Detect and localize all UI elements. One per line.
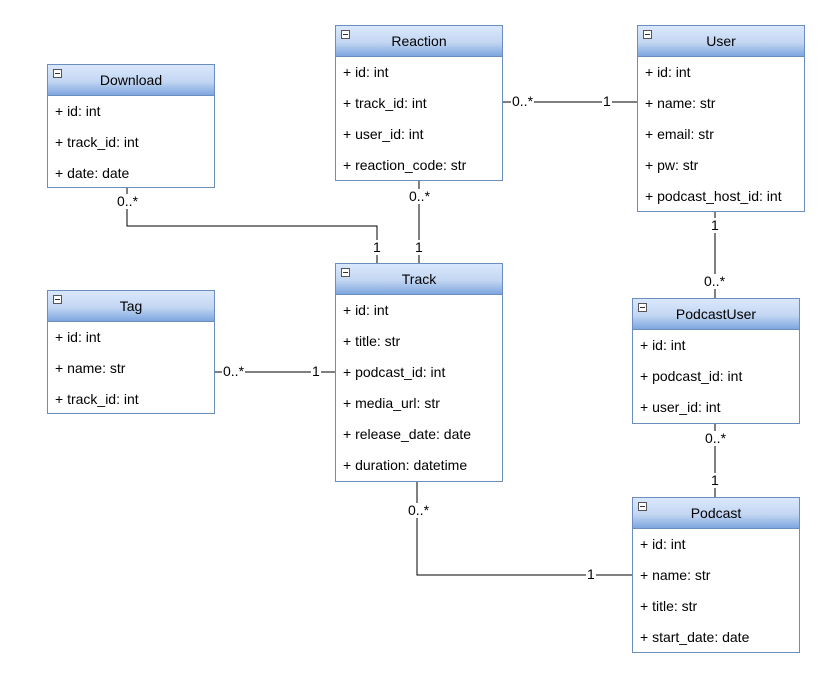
attribute: + track_id: int xyxy=(55,391,139,407)
podcast-class-header[interactable]: Podcast xyxy=(633,498,799,529)
attribute: + id: int xyxy=(645,64,691,80)
multiplicity-label: 0..* xyxy=(511,93,535,109)
attribute: + id: int xyxy=(343,64,389,80)
attribute: + track_id: int xyxy=(343,95,427,111)
attribute: + title: str xyxy=(343,333,401,349)
multiplicity-label: 0..* xyxy=(222,363,246,379)
attribute: + name: str xyxy=(55,360,126,376)
attribute: + id: int xyxy=(55,103,101,119)
multiplicity-label: 1 xyxy=(586,566,596,582)
multiplicity-label: 1 xyxy=(372,239,382,255)
download-class[interactable]: Download + id: int + track_id: int + dat… xyxy=(47,64,215,188)
track-class-header[interactable]: Track xyxy=(336,264,502,295)
class-title: Download xyxy=(99,72,163,88)
download-class-header[interactable]: Download xyxy=(48,65,214,96)
podcast-class[interactable]: Podcast + id: int + name: str + title: s… xyxy=(632,497,800,653)
attribute: + duration: datetime xyxy=(343,457,468,473)
attribute: + date: date xyxy=(55,165,130,181)
collapse-icon[interactable] xyxy=(643,30,652,39)
attribute: + name: str xyxy=(640,567,711,583)
attribute: + title: str xyxy=(640,598,698,614)
class-title: Tag xyxy=(119,298,143,314)
collapse-icon[interactable] xyxy=(638,502,647,511)
multiplicity-label: 0..* xyxy=(704,430,728,446)
multiplicity-label: 1 xyxy=(710,217,720,233)
multiplicity-label: 1 xyxy=(414,239,424,255)
collapse-icon[interactable] xyxy=(341,30,350,39)
podcastuser-class[interactable]: PodcastUser + id: int + podcast_id: int … xyxy=(632,298,800,424)
class-title: User xyxy=(706,33,736,49)
track-podcast-connector xyxy=(416,482,632,576)
attribute: + reaction_code: str xyxy=(343,157,467,173)
user-class[interactable]: User + id: int + name: str + email: str … xyxy=(637,25,805,212)
user-class-header[interactable]: User xyxy=(638,26,804,57)
attribute: + id: int xyxy=(640,536,686,552)
multiplicity-label: 0..* xyxy=(116,193,140,209)
multiplicity-label: 1 xyxy=(602,93,612,109)
collapse-icon[interactable] xyxy=(53,295,62,304)
attribute: + podcast_id: int xyxy=(640,368,743,384)
attribute: + start_date: date xyxy=(640,629,750,645)
download-track-connector xyxy=(126,188,378,263)
multiplicity-label: 1 xyxy=(710,472,720,488)
podcastuser-class-header[interactable]: PodcastUser xyxy=(633,299,799,330)
track-class[interactable]: Track + id: int + title: str + podcast_i… xyxy=(335,263,503,482)
attribute: + media_url: str xyxy=(343,395,440,411)
tag-class[interactable]: Tag + id: int + name: str + track_id: in… xyxy=(47,290,215,414)
attribute: + release_date: date xyxy=(343,426,472,442)
collapse-icon[interactable] xyxy=(53,69,62,78)
multiplicity-label: 0..* xyxy=(407,502,431,518)
attribute: + user_id: int xyxy=(640,399,721,415)
tag-class-header[interactable]: Tag xyxy=(48,291,214,322)
attribute: + name: str xyxy=(645,95,716,111)
class-title: PodcastUser xyxy=(675,306,757,322)
multiplicity-label: 0..* xyxy=(703,273,727,289)
attribute: + podcast_id: int xyxy=(343,364,446,380)
reaction-class-header[interactable]: Reaction xyxy=(336,26,502,57)
attribute: + id: int xyxy=(343,302,389,318)
attribute: + id: int xyxy=(55,329,101,345)
reaction-class[interactable]: Reaction + id: int + track_id: int + use… xyxy=(335,25,503,181)
multiplicity-label: 1 xyxy=(311,363,321,379)
attribute: + email: str xyxy=(645,126,714,142)
attribute: + user_id: int xyxy=(343,126,424,142)
multiplicity-label: 0..* xyxy=(408,188,432,204)
attribute: + id: int xyxy=(640,337,686,353)
collapse-icon[interactable] xyxy=(341,268,350,277)
attribute: + podcast_host_id: int xyxy=(645,188,782,204)
class-title: Reaction xyxy=(391,33,447,49)
attribute: + pw: str xyxy=(645,157,699,173)
attribute: + track_id: int xyxy=(55,134,139,150)
class-title: Podcast xyxy=(690,505,742,521)
class-title: Track xyxy=(401,271,437,287)
collapse-icon[interactable] xyxy=(638,303,647,312)
